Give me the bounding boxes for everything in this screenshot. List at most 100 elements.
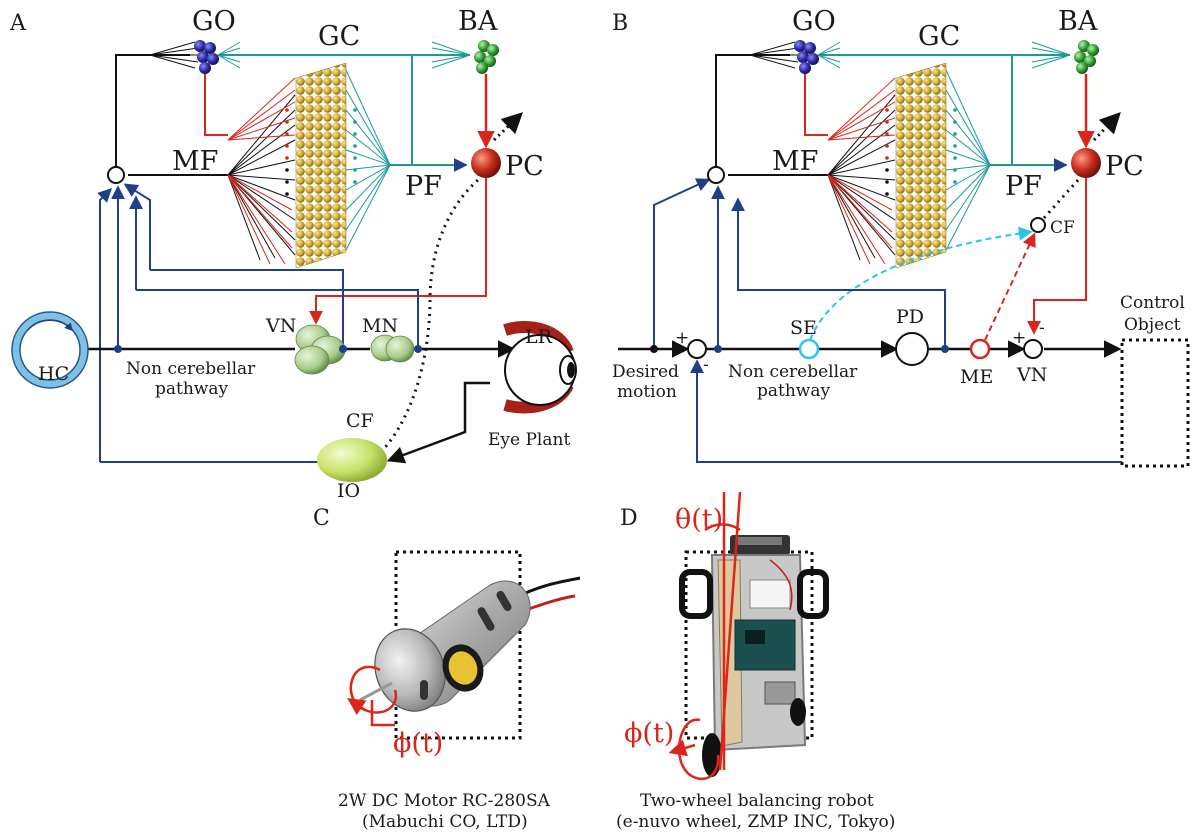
label-ba-a: BA	[458, 6, 498, 37]
robot-tilt-indicator	[704, 491, 742, 771]
climbing-fiber-a	[379, 178, 479, 454]
purkinje-cell-b	[1071, 148, 1101, 178]
label-plus-2: +	[1012, 328, 1026, 348]
label-control-1: Control	[1120, 293, 1185, 313]
eye-plant-icon	[503, 321, 577, 414]
parallel-fiber-network-a	[217, 41, 471, 251]
label-pc-a: PC	[505, 151, 544, 182]
vestibular-nuclei-a	[294, 324, 346, 375]
label-minus-1: -	[703, 355, 709, 375]
mf-node-b	[707, 166, 725, 184]
basket-cells-a	[474, 40, 499, 74]
label-non-cerebellar-b-2: pathway	[757, 381, 830, 401]
cf-node-b	[1030, 217, 1046, 233]
pc-to-vn-b	[1027, 178, 1087, 335]
label-desired-1: Desired	[612, 362, 679, 382]
mf-fan-b	[827, 77, 896, 265]
parallel-fiber-network-b	[817, 41, 1071, 251]
panel-b-letter: B	[612, 11, 628, 36]
label-io-a: IO	[337, 480, 360, 502]
label-eye-plant: Eye Plant	[488, 430, 570, 450]
mf-collateral-red-a	[204, 70, 228, 136]
mf-fan-a	[227, 77, 296, 265]
mossy-fiber-network-a	[115, 41, 228, 176]
label-pf-b: PF	[1005, 171, 1042, 202]
label-control-2: Object	[1124, 315, 1181, 335]
panel-c-letter: C	[313, 506, 330, 531]
granule-cell-block-a	[285, 62, 357, 269]
inferior-olive-a	[317, 438, 387, 482]
panel-d-letter: D	[620, 506, 638, 531]
label-me-b: ME	[960, 366, 993, 388]
panel-a-letter: A	[9, 11, 27, 36]
label-non-cerebellar-a-2: pathway	[155, 379, 228, 399]
label-phi-d: ϕ(t)	[624, 718, 674, 749]
junction-dots-b	[650, 345, 949, 353]
label-theta-d: θ(t)	[675, 504, 723, 535]
basket-cells-b	[1074, 40, 1099, 74]
feedback-pathways-a	[97, 183, 419, 463]
pd-node-b	[895, 332, 929, 366]
caption-c-1: 2W DC Motor RC-280SA	[338, 791, 551, 811]
comparator-node-b	[687, 339, 707, 359]
motor-nuclei-a	[370, 334, 415, 363]
pc-plasticity-arrow-a	[492, 112, 524, 142]
label-pc-b: PC	[1105, 151, 1144, 182]
label-vn-a: VN	[265, 315, 296, 337]
robot-wheel-rotation-indicator	[668, 718, 720, 781]
vn-node-b	[1023, 339, 1043, 359]
feedback-pathways-b	[653, 178, 1122, 463]
main-pathway-a	[88, 340, 516, 464]
junction-dots-a	[114, 345, 422, 353]
panel-a: A	[9, 6, 577, 502]
mossy-fiber-network-b	[715, 41, 828, 176]
label-cf-a: CF	[346, 410, 374, 432]
se-node-b	[798, 338, 820, 360]
label-phi-c: ϕ(t)	[393, 728, 443, 759]
label-non-cerebellar-b-1: Non cerebellar	[728, 362, 858, 382]
dc-motor-image	[359, 576, 581, 712]
label-mf-a: MF	[172, 146, 218, 177]
label-non-cerebellar-a-1: Non cerebellar	[126, 359, 256, 379]
golgi-cells-b	[794, 40, 819, 74]
pc-to-vn-a	[309, 178, 487, 325]
mf-collateral-red-b	[804, 70, 828, 136]
se-to-cf-b	[809, 226, 1033, 341]
label-vn-b: VN	[1016, 364, 1047, 386]
pc-plasticity-arrow-b	[1092, 111, 1121, 142]
balancing-robot-image	[679, 535, 829, 777]
horizontal-canal-a	[11, 311, 89, 389]
granule-cell-block-b	[885, 62, 957, 269]
mf-node-a	[107, 166, 125, 184]
caption-d-1: Two-wheel balancing robot	[640, 791, 874, 811]
label-plus-1: +	[675, 328, 689, 348]
label-hc-a: HC	[38, 363, 69, 385]
label-go-b: GO	[792, 6, 836, 37]
climbing-fiber-b	[1042, 178, 1080, 220]
label-pf-a: PF	[405, 171, 442, 202]
caption-c-2: (Mabuchi CO, LTD)	[362, 812, 528, 832]
label-gc-a: GC	[318, 21, 360, 52]
me-to-cf-b	[984, 232, 1036, 341]
label-gc-b: GC	[918, 21, 960, 52]
panel-c: C ϕ(t) 2W DC Motor RC-280SA (Mabuchi CO,…	[313, 506, 581, 832]
label-lr-a: LR	[525, 326, 553, 348]
purkinje-cell-a	[471, 148, 501, 178]
motor-rotation-indicator	[347, 665, 398, 727]
golgi-cells-a	[194, 40, 219, 74]
panel-d: D θ(t) ϕ(t) Two-wheel balan	[616, 491, 895, 832]
label-mn-a: MN	[362, 315, 398, 337]
label-cf-b: CF	[1050, 218, 1075, 238]
me-node-b	[969, 338, 991, 360]
label-minus-2: -	[1039, 318, 1045, 338]
label-pd-b: PD	[896, 306, 924, 328]
label-ba-b: BA	[1058, 6, 1098, 37]
control-object-box	[1120, 338, 1190, 468]
panel-b: B	[612, 6, 1190, 468]
label-se-b: SE	[790, 317, 817, 339]
label-desired-2: motion	[617, 382, 677, 402]
label-go-a: GO	[192, 6, 236, 37]
label-mf-b: MF	[772, 146, 818, 177]
caption-d-2: (e-nuvo wheel, ZMP INC, Tokyo)	[616, 812, 895, 832]
